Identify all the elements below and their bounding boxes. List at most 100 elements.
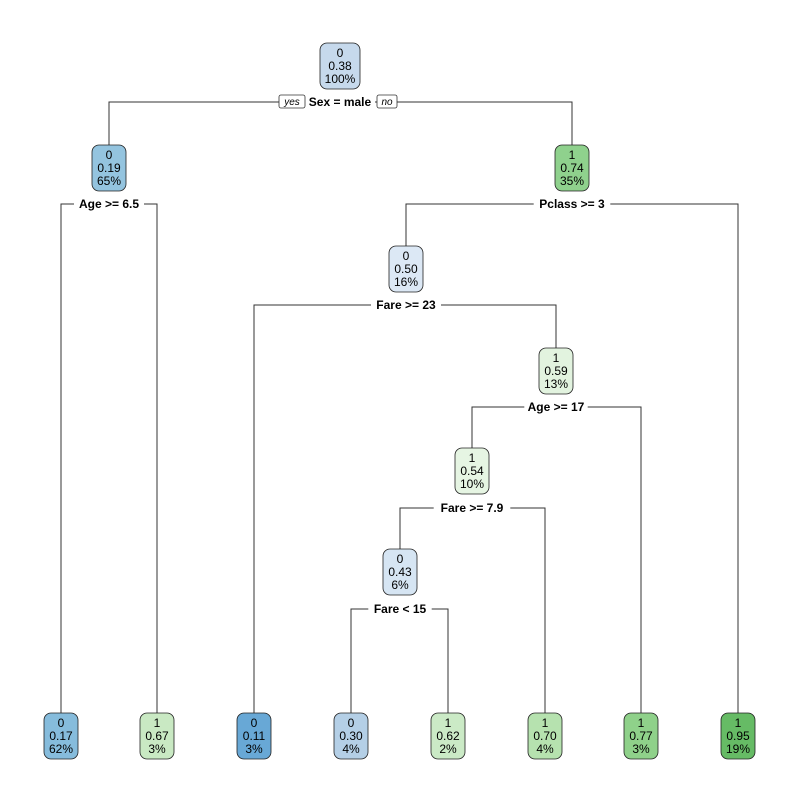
node-probability: 0.67 bbox=[145, 729, 169, 743]
split-label-s2: Age >= 6.5 bbox=[79, 197, 139, 211]
node-probability: 0.95 bbox=[726, 729, 750, 743]
node-probability: 0.43 bbox=[388, 565, 412, 579]
node-percentage: 3% bbox=[632, 742, 650, 756]
node-class-label: 1 bbox=[154, 716, 161, 730]
node-probability: 0.59 bbox=[544, 364, 568, 378]
node-class-label: 1 bbox=[445, 716, 452, 730]
node-percentage: 6% bbox=[391, 578, 409, 592]
nodes: 00.38100%00.1965%10.7435%00.5016%10.5913… bbox=[43, 42, 756, 760]
tree-node-l3: 00.113% bbox=[236, 712, 272, 760]
split-label-bg bbox=[74, 196, 144, 211]
node-class-label: 0 bbox=[403, 249, 410, 263]
split-label-bg bbox=[371, 297, 441, 312]
tree-node-l5: 10.622% bbox=[430, 712, 466, 760]
node-class-label: 0 bbox=[397, 552, 404, 566]
node-box bbox=[538, 347, 574, 395]
tree-edge-s5 bbox=[471, 406, 642, 713]
no-branch-label: no bbox=[381, 97, 393, 108]
node-probability: 0.74 bbox=[560, 161, 584, 175]
node-class-label: 0 bbox=[348, 716, 355, 730]
node-box bbox=[236, 712, 272, 760]
tree-node-l4: 00.304% bbox=[333, 712, 369, 760]
node-class-label: 0 bbox=[58, 716, 65, 730]
node-class-label: 1 bbox=[469, 451, 476, 465]
tree-edge-s2 bbox=[60, 203, 158, 713]
node-class-label: 0 bbox=[106, 148, 113, 162]
node-box bbox=[333, 712, 369, 760]
node-box bbox=[527, 712, 563, 760]
node-box bbox=[43, 712, 79, 760]
node-class-label: 0 bbox=[337, 46, 344, 60]
tree-edge-s7 bbox=[350, 608, 449, 713]
node-percentage: 3% bbox=[148, 742, 166, 756]
tree-node-l2: 10.673% bbox=[139, 712, 175, 760]
split-label-bg bbox=[305, 94, 375, 109]
node-box bbox=[91, 144, 127, 192]
split-label-s5: Age >= 17 bbox=[528, 400, 585, 414]
node-probability: 0.77 bbox=[629, 729, 653, 743]
node-percentage: 65% bbox=[97, 174, 121, 188]
node-probability: 0.17 bbox=[49, 729, 73, 743]
node-probability: 0.70 bbox=[533, 729, 557, 743]
node-box bbox=[382, 548, 418, 596]
node-percentage: 100% bbox=[325, 72, 356, 86]
split-label-bg bbox=[524, 399, 588, 414]
split-label-s6: Fare >= 7.9 bbox=[441, 501, 504, 515]
node-percentage: 3% bbox=[245, 742, 263, 756]
node-percentage: 16% bbox=[394, 275, 418, 289]
node-box bbox=[388, 245, 424, 293]
yes-branch-tag bbox=[278, 94, 306, 109]
node-class-label: 0 bbox=[251, 716, 258, 730]
node-class-label: 1 bbox=[542, 716, 549, 730]
node-percentage: 62% bbox=[49, 742, 73, 756]
yes-branch-label: yes bbox=[283, 97, 300, 108]
node-percentage: 19% bbox=[726, 742, 750, 756]
split-label-s7: Fare < 15 bbox=[374, 602, 427, 616]
node-class-label: 1 bbox=[638, 716, 645, 730]
node-box bbox=[720, 712, 756, 760]
tree-node-l6: 10.704% bbox=[527, 712, 563, 760]
node-percentage: 10% bbox=[460, 477, 484, 491]
node-class-label: 1 bbox=[553, 351, 560, 365]
node-percentage: 2% bbox=[439, 742, 457, 756]
node-percentage: 13% bbox=[544, 377, 568, 391]
split-label-s1: Sex = male bbox=[309, 95, 372, 109]
node-probability: 0.54 bbox=[460, 464, 484, 478]
split-label-s3: Pclass >= 3 bbox=[539, 197, 605, 211]
node-class-label: 1 bbox=[569, 148, 576, 162]
no-branch-tag bbox=[376, 94, 398, 109]
node-probability: 0.38 bbox=[328, 59, 352, 73]
split-label-bg bbox=[368, 601, 432, 616]
node-box bbox=[319, 42, 361, 90]
tree-edge-s4 bbox=[253, 304, 557, 713]
tree-node-n52: 00.436% bbox=[382, 548, 418, 596]
node-probability: 0.11 bbox=[243, 729, 266, 743]
node-box bbox=[454, 447, 490, 495]
node-box bbox=[554, 144, 590, 192]
node-box bbox=[623, 712, 659, 760]
split-label-bg bbox=[533, 196, 611, 211]
node-percentage: 4% bbox=[342, 742, 360, 756]
node-box bbox=[430, 712, 466, 760]
tree-node-l7: 10.773% bbox=[623, 712, 659, 760]
node-probability: 0.62 bbox=[436, 729, 460, 743]
edges bbox=[60, 101, 739, 713]
node-probability: 0.19 bbox=[97, 161, 121, 175]
node-percentage: 35% bbox=[560, 174, 584, 188]
node-percentage: 4% bbox=[536, 742, 554, 756]
node-class-label: 1 bbox=[735, 716, 742, 730]
split-label-s4: Fare >= 23 bbox=[376, 298, 436, 312]
node-probability: 0.50 bbox=[394, 262, 418, 276]
node-probability: 0.30 bbox=[339, 729, 363, 743]
split-label-bg bbox=[433, 500, 511, 515]
